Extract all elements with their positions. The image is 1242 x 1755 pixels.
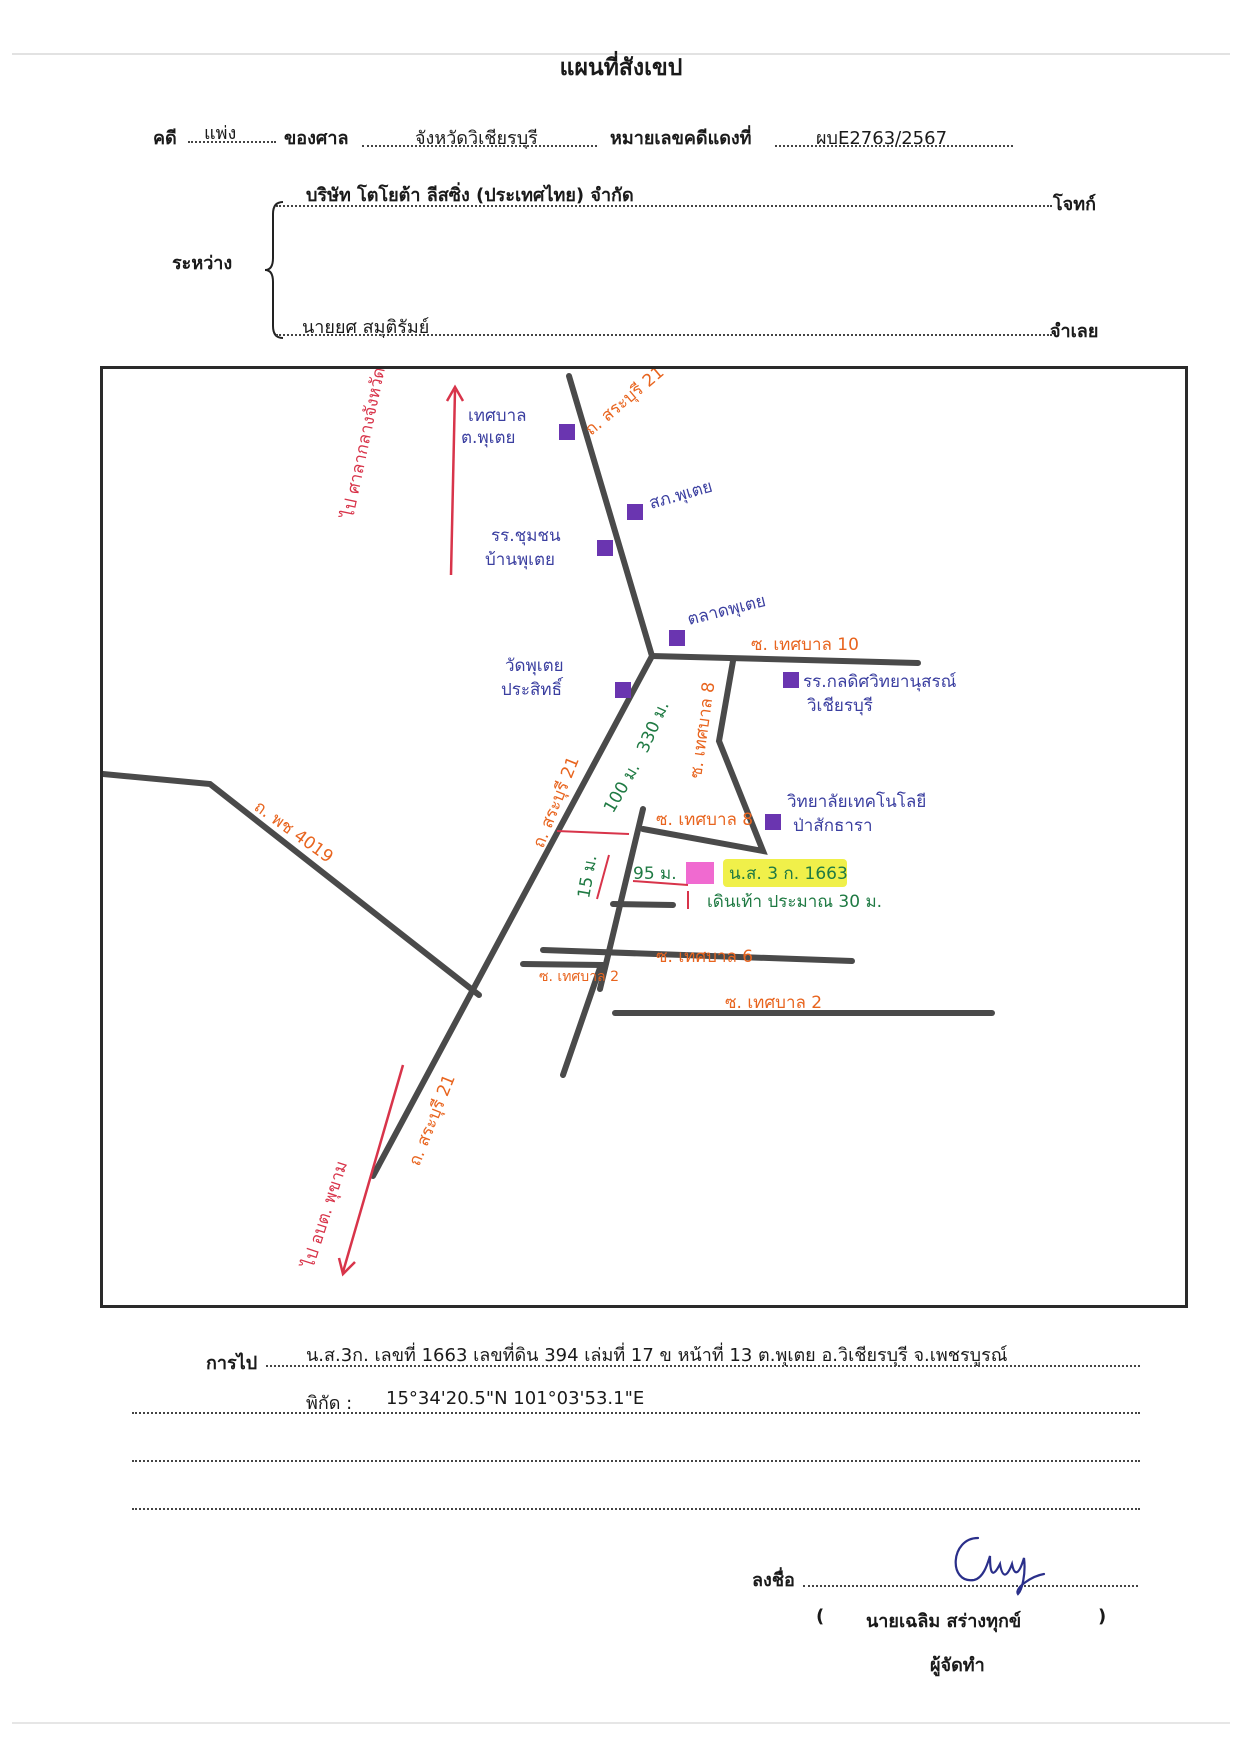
temple-label-2: ประสิทธิ์ — [501, 677, 564, 700]
road-4019-label: ถ. พช 4019 — [250, 797, 337, 868]
soi-2-left-label: ซ. เทศบาล 2 — [539, 969, 619, 985]
bottom-rule — [12, 1722, 1230, 1724]
target-parcel-marker — [686, 862, 714, 884]
coords-label: พิกัด : — [306, 1393, 353, 1414]
between-brace — [265, 201, 284, 339]
coords-dots — [132, 1412, 1140, 1414]
route-dots — [266, 1365, 1140, 1367]
plaintiff-label: โจทก์ — [1053, 194, 1096, 215]
signer-name: นายเฉลิม สร่างทุกข์ — [866, 1611, 1022, 1632]
map-frame: ไป ศาลากลางจังหวัดสระบุรี ถ. สระบุรี 21 … — [100, 366, 1188, 1308]
blank-line-2 — [132, 1508, 1140, 1510]
case-type: แพ่ง — [204, 123, 237, 144]
school-kalasin-label-1: รร.กลดิศวิทยานุสรณ์ — [803, 672, 957, 692]
soi-2-left-road — [520, 961, 606, 968]
distance-15-label: 15 ม. — [574, 853, 601, 899]
soi-2-branch — [560, 962, 604, 1078]
roads — [103, 373, 995, 1179]
soi-10-label: ซ. เทศบาล 10 — [751, 635, 859, 655]
walk-distance-label: เดินเท้า ประมาณ 30 ม. — [707, 892, 882, 912]
plaintiff-dots — [276, 205, 1052, 207]
school-community-label-2: บ้านพุเตย — [485, 550, 555, 570]
market-label: ตลาดพุเตย — [685, 591, 768, 630]
sign-dots — [803, 1585, 1138, 1587]
case-label: คดี — [153, 128, 177, 149]
direction-arrows — [337, 384, 465, 1277]
municipality-label-2: ต.พุเตย — [461, 428, 515, 448]
distance-95-label: 95 ม. — [633, 864, 677, 884]
main-road-21 — [370, 373, 656, 1179]
landmark-icons — [559, 424, 799, 830]
route-text: น.ส.3ก. เลขที่ 1663 เลขที่ดิน 394 เล่มที… — [306, 1345, 1008, 1366]
blank-line-1 — [132, 1460, 1140, 1462]
plaintiff-name: บริษัท โตโยต้า ลีสซิ่ง (ประเทศไทย) จำกัด — [306, 185, 634, 206]
market-icon — [669, 630, 685, 646]
police-label: สภ.พุเตย — [647, 477, 715, 514]
target-highlight — [723, 859, 847, 887]
access-path — [610, 901, 676, 908]
court-name: จังหวัดวิเชียรบุรี — [415, 128, 538, 149]
signer-paren-close: ) — [1098, 1606, 1107, 1627]
soi-6-road — [540, 947, 855, 964]
defendant-name: นายยศ สมุติรัมย์ — [302, 317, 430, 338]
school-icon — [597, 540, 613, 556]
college-label-1: วิทยาลัยเทคโนโลยี — [787, 791, 927, 812]
soi-6-label: ซ. เทศบาล 6 — [656, 947, 753, 967]
case-number-label: หมายเลขคดีแดงที่ — [610, 128, 752, 149]
to-bottom-label: ไป อบต. พุขาม — [297, 1158, 352, 1272]
to-saraburi-label: ไป ศาลากลางจังหวัดสระบุรี — [337, 369, 400, 522]
coords-value: 15°34'20.5"N 101°03'53.1"E — [386, 1388, 645, 1409]
rd-4019 — [103, 771, 482, 998]
school-kalasin-icon — [783, 672, 799, 688]
college-icon — [765, 814, 781, 830]
court-label: ของศาล — [284, 128, 349, 149]
municipality-label-1: เทศบาล — [468, 406, 527, 426]
route-label: การไป — [206, 1353, 258, 1374]
distance-330-label: 330 ม. — [633, 698, 673, 756]
road-21-top-label: ถ. สระบุรี 21 — [581, 369, 668, 440]
soi-8-label: ซ. เทศบาล 8 — [656, 810, 753, 830]
road-21-bottom-label: ถ. สระบุรี 21 — [405, 1072, 460, 1169]
signature-mark — [954, 1536, 1046, 1596]
case-type-dots — [188, 141, 276, 143]
signer-paren-open: ( — [816, 1606, 825, 1627]
distance-100-label: 100 ม. — [600, 759, 645, 816]
top-rule — [12, 53, 1230, 55]
distance-ticks — [556, 830, 689, 909]
sketch-map: ไป ศาลากลางจังหวัดสระบุรี ถ. สระบุรี 21 … — [103, 369, 995, 1277]
soi-8-branch — [597, 806, 646, 992]
school-community-label-1: รร.ชุมชน — [491, 526, 561, 546]
school-kalasin-label-2: วิเชียรบุรี — [807, 696, 873, 716]
sign-label: ลงชื่อ — [752, 1570, 795, 1591]
case-number-dots — [775, 145, 1013, 147]
college-label-2: ป่าสักธารา — [793, 816, 873, 836]
between-label: ระหว่าง — [172, 253, 233, 274]
defendant-dots — [276, 334, 1052, 336]
case-number: ผบE2763/2567 — [816, 128, 948, 149]
temple-label-1: วัดพุเตย — [505, 656, 564, 676]
target-parcel-label: น.ส. 3 ก. 1663 — [729, 864, 848, 884]
temple-icon — [615, 682, 631, 698]
soi-8-road — [640, 658, 768, 855]
document-title: แผนที่สังเขป — [559, 55, 683, 81]
soi-8-vertical-label: ซ. เทศบาล 8 — [686, 681, 719, 780]
soi-2-right-label: ซ. เทศบาล 2 — [725, 993, 822, 1013]
soi-10-road — [649, 653, 921, 666]
defendant-label: จำเลย — [1050, 321, 1099, 342]
signer-role: ผู้จัดทำ — [930, 1655, 985, 1676]
police-icon — [627, 504, 643, 520]
municipality-icon — [559, 424, 575, 440]
court-name-dots — [362, 145, 597, 147]
